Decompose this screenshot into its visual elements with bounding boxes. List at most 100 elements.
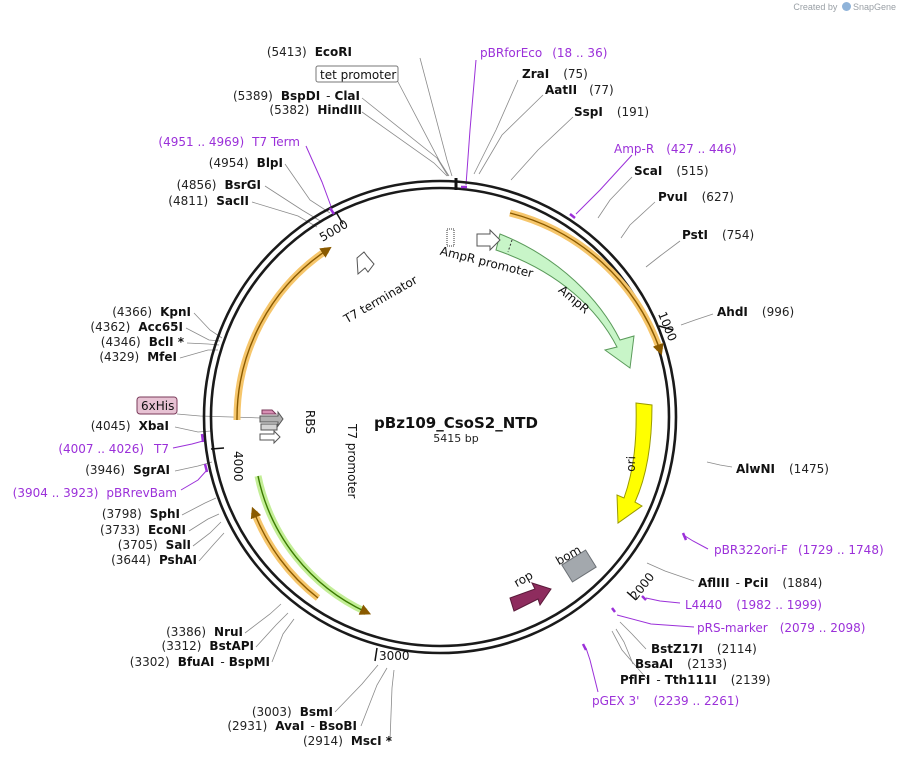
site-enzyme: PshAI	[159, 553, 197, 567]
site-pos: (3798)	[102, 507, 142, 521]
his-label: 6xHis	[141, 399, 174, 413]
site-enzyme: EcoRI	[315, 45, 352, 59]
site-pos: (2133)	[687, 657, 727, 671]
site-enzyme: PflFI	[620, 673, 650, 687]
svg-text:Amp-R(427 .. 446): Amp-R(427 .. 446)	[614, 142, 737, 156]
site-pos: (5389)	[233, 89, 273, 103]
site-pos: (77)	[589, 83, 614, 97]
svg-text:(4951 .. 4969)T7 Term: (4951 .. 4969) T7 Term	[158, 135, 300, 149]
site-enzyme-2: Tth111I	[665, 673, 717, 687]
t7-promoter-feature[interactable]	[259, 429, 281, 445]
site-pos: (3312)	[162, 639, 202, 653]
orf-arc-right	[509, 209, 664, 352]
primer-name: pBRrevBam	[106, 486, 177, 500]
svg-text:(3798)SphI: (3798)SphI	[102, 507, 180, 521]
site-pos: (2914)	[303, 734, 343, 748]
svg-text:pRS-marker(2079 .. 2098): pRS-marker(2079 .. 2098)	[697, 621, 865, 635]
ori-feature[interactable]	[616, 402, 653, 524]
brand-created-by: Created by	[793, 2, 838, 12]
site-pos: (515)	[676, 164, 708, 178]
tick-4000-mark	[210, 447, 225, 450]
site-enzyme: Acc65I	[138, 320, 183, 334]
svg-text:AflIII-PciI(1884): AflIII-PciI(1884)	[698, 576, 822, 590]
primer-range: (427 .. 446)	[666, 142, 736, 156]
svg-text:(4329)MfeI: (4329)MfeI	[99, 350, 177, 364]
svg-text:(3644)PshAI: (3644)PshAI	[111, 553, 197, 567]
tick-5000-mark	[335, 211, 344, 225]
svg-text:(4045)XbaI: (4045)XbaI	[91, 419, 169, 433]
site-enzyme: EcoNI	[148, 523, 186, 537]
site-pos: (5413)	[267, 45, 307, 59]
site-enzyme: BstZ17I	[651, 642, 703, 656]
rbs-feature	[260, 423, 278, 431]
svg-text:L4440(1982 .. 1999): L4440(1982 .. 1999)	[685, 598, 822, 612]
primer-range: (4007 .. 4026)	[58, 442, 144, 456]
primer-name: pBR322ori-F	[714, 543, 788, 557]
site-sep: -	[220, 655, 224, 669]
svg-text:(4346)BclI *: (4346) BclI *	[101, 335, 185, 349]
site-enzyme: NruI	[214, 625, 243, 639]
left-site-labels: (5413)EcoRI (5389)BspDI-ClaI (5382)HindI…	[85, 45, 393, 748]
svg-text:(4366)KpnI: (4366)KpnI	[112, 305, 191, 319]
svg-text:(3302)BfuAI-BspMI: (3302)BfuAI-BspMI	[130, 655, 270, 669]
site-enzyme: XbaI	[139, 419, 169, 433]
svg-text:(4811)SacII: (4811)SacII	[168, 194, 249, 208]
site-enzyme-2: BsoBI	[319, 719, 357, 733]
svg-text:(2914)MscI *: (2914)MscI *	[303, 734, 393, 748]
site-pos: (3946)	[85, 463, 125, 477]
site-enzyme: AflIII	[698, 576, 730, 590]
site-enzyme: HindIII	[317, 103, 362, 117]
his-tag-box[interactable]	[136, 396, 178, 415]
plasmid-name: pBz109_CsoS2_NTD	[374, 414, 538, 432]
site-enzyme: BsmI	[300, 705, 333, 719]
svg-text:ZraI(75): ZraI(75)	[522, 67, 588, 81]
site-sep: -	[311, 719, 315, 733]
site-sep: -	[736, 576, 740, 590]
primer-marks	[200, 185, 688, 651]
tick-2000-mark	[626, 591, 637, 601]
bom-feature[interactable]	[561, 549, 597, 583]
site-pos: (4362)	[90, 320, 130, 334]
svg-text:(4856)BsrGI: (4856)BsrGI	[177, 178, 261, 192]
svg-text:(3386)NruI: (3386) NruI	[166, 625, 243, 639]
svg-text:(4954)BlpI: (4954)BlpI	[209, 156, 283, 170]
site-enzyme: AvaI	[275, 719, 304, 733]
site-pos: (2139)	[731, 673, 771, 687]
ampr-feature[interactable]	[495, 233, 635, 369]
primer-range: (18 .. 36)	[552, 46, 607, 60]
svg-text:PflFI-Tth111I(2139): PflFI-Tth111I(2139)	[620, 673, 771, 687]
site-enzyme: BstAPI	[209, 639, 254, 653]
ampr-promoter-feature[interactable]	[476, 228, 501, 252]
primer-name: T7 Term	[251, 135, 300, 149]
tet-promoter-box[interactable]	[315, 65, 399, 83]
site-enzyme: BclI *	[149, 335, 185, 349]
site-enzyme: AatII	[545, 83, 577, 97]
rop-feature[interactable]	[509, 582, 552, 612]
t7-terminator-label: T7 terminator	[340, 273, 419, 327]
site-pos: (4329)	[99, 350, 139, 364]
site-pos: (4856)	[177, 178, 217, 192]
backbone-outer-ring	[202, 179, 678, 655]
site-pos: (3386)	[166, 625, 206, 639]
site-pos: (4954)	[209, 156, 249, 170]
snapgene-brand: Created by SnapGene	[793, 2, 896, 12]
svg-text:AatII(77): AatII (77)	[545, 83, 614, 97]
svg-text:pBRforEco(18 .. 36): pBRforEco(18 .. 36)	[480, 46, 607, 60]
rbs-label: RBS	[303, 410, 317, 434]
site-pos: (4811)	[168, 194, 208, 208]
site-enzyme: SgrAI	[133, 463, 170, 477]
t7-terminator-feature[interactable]	[356, 251, 375, 276]
site-pos: (3733)	[100, 523, 140, 537]
plasmid-length: 5415 bp	[433, 432, 478, 445]
site-pos: (3302)	[130, 655, 170, 669]
primer-range: (3904 .. 3923)	[13, 486, 99, 500]
site-enzyme: ZraI	[522, 67, 549, 81]
svg-text:PvuI(627): PvuI(627)	[658, 190, 734, 204]
lac-marker	[446, 228, 455, 247]
primer-range: (4951 .. 4969)	[158, 135, 244, 149]
snapgene-logo-icon	[841, 2, 851, 11]
svg-text:AlwNI(1475): AlwNI(1475)	[736, 462, 829, 476]
site-pos: (4346)	[101, 335, 141, 349]
primer-leaders	[172, 59, 709, 693]
